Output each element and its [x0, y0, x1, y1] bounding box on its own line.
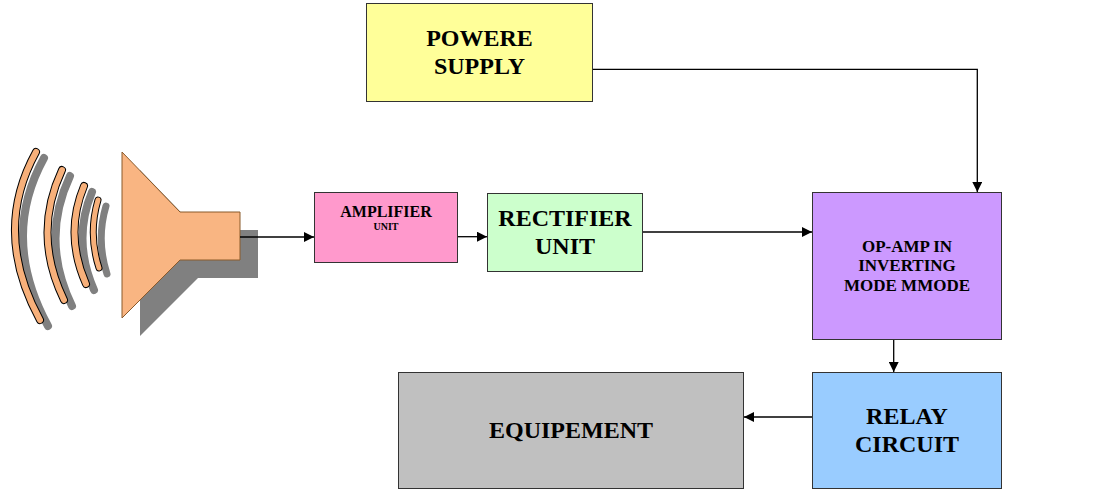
equipment-box: EQUIPEMENT	[398, 372, 744, 489]
sound-waves	[15, 152, 107, 326]
connector-arrow	[893, 340, 894, 372]
connector-arrow	[458, 236, 487, 237]
speaker-horn	[122, 152, 258, 336]
relay-box: RELAY CIRCUIT	[812, 372, 1002, 489]
power-supply-box: POWERE SUPPLY	[366, 3, 593, 102]
amplifier-box: AMPLIFIERUNIT	[314, 192, 458, 263]
node-label: EQUIPEMENT	[489, 417, 653, 445]
node-label: RECTIFIER UNIT	[494, 205, 636, 260]
node-label: POWERE SUPPLY	[395, 25, 565, 80]
speaker-arrow	[240, 236, 314, 237]
op-amp-box: OP-AMP IN INVERTING MODE MMODE	[812, 192, 1002, 340]
node-label: OP-AMP IN INVERTING MODE MMODE	[832, 237, 982, 296]
connector-arrow	[744, 416, 812, 417]
node-label: UNIT	[373, 221, 398, 233]
rectifier-box: RECTIFIER UNIT	[487, 193, 643, 272]
node-label: RELAY CIRCUIT	[832, 403, 982, 458]
connector-arrow	[643, 231, 812, 232]
connector-arrow	[593, 69, 977, 192]
node-label: AMPLIFIER	[340, 203, 432, 221]
